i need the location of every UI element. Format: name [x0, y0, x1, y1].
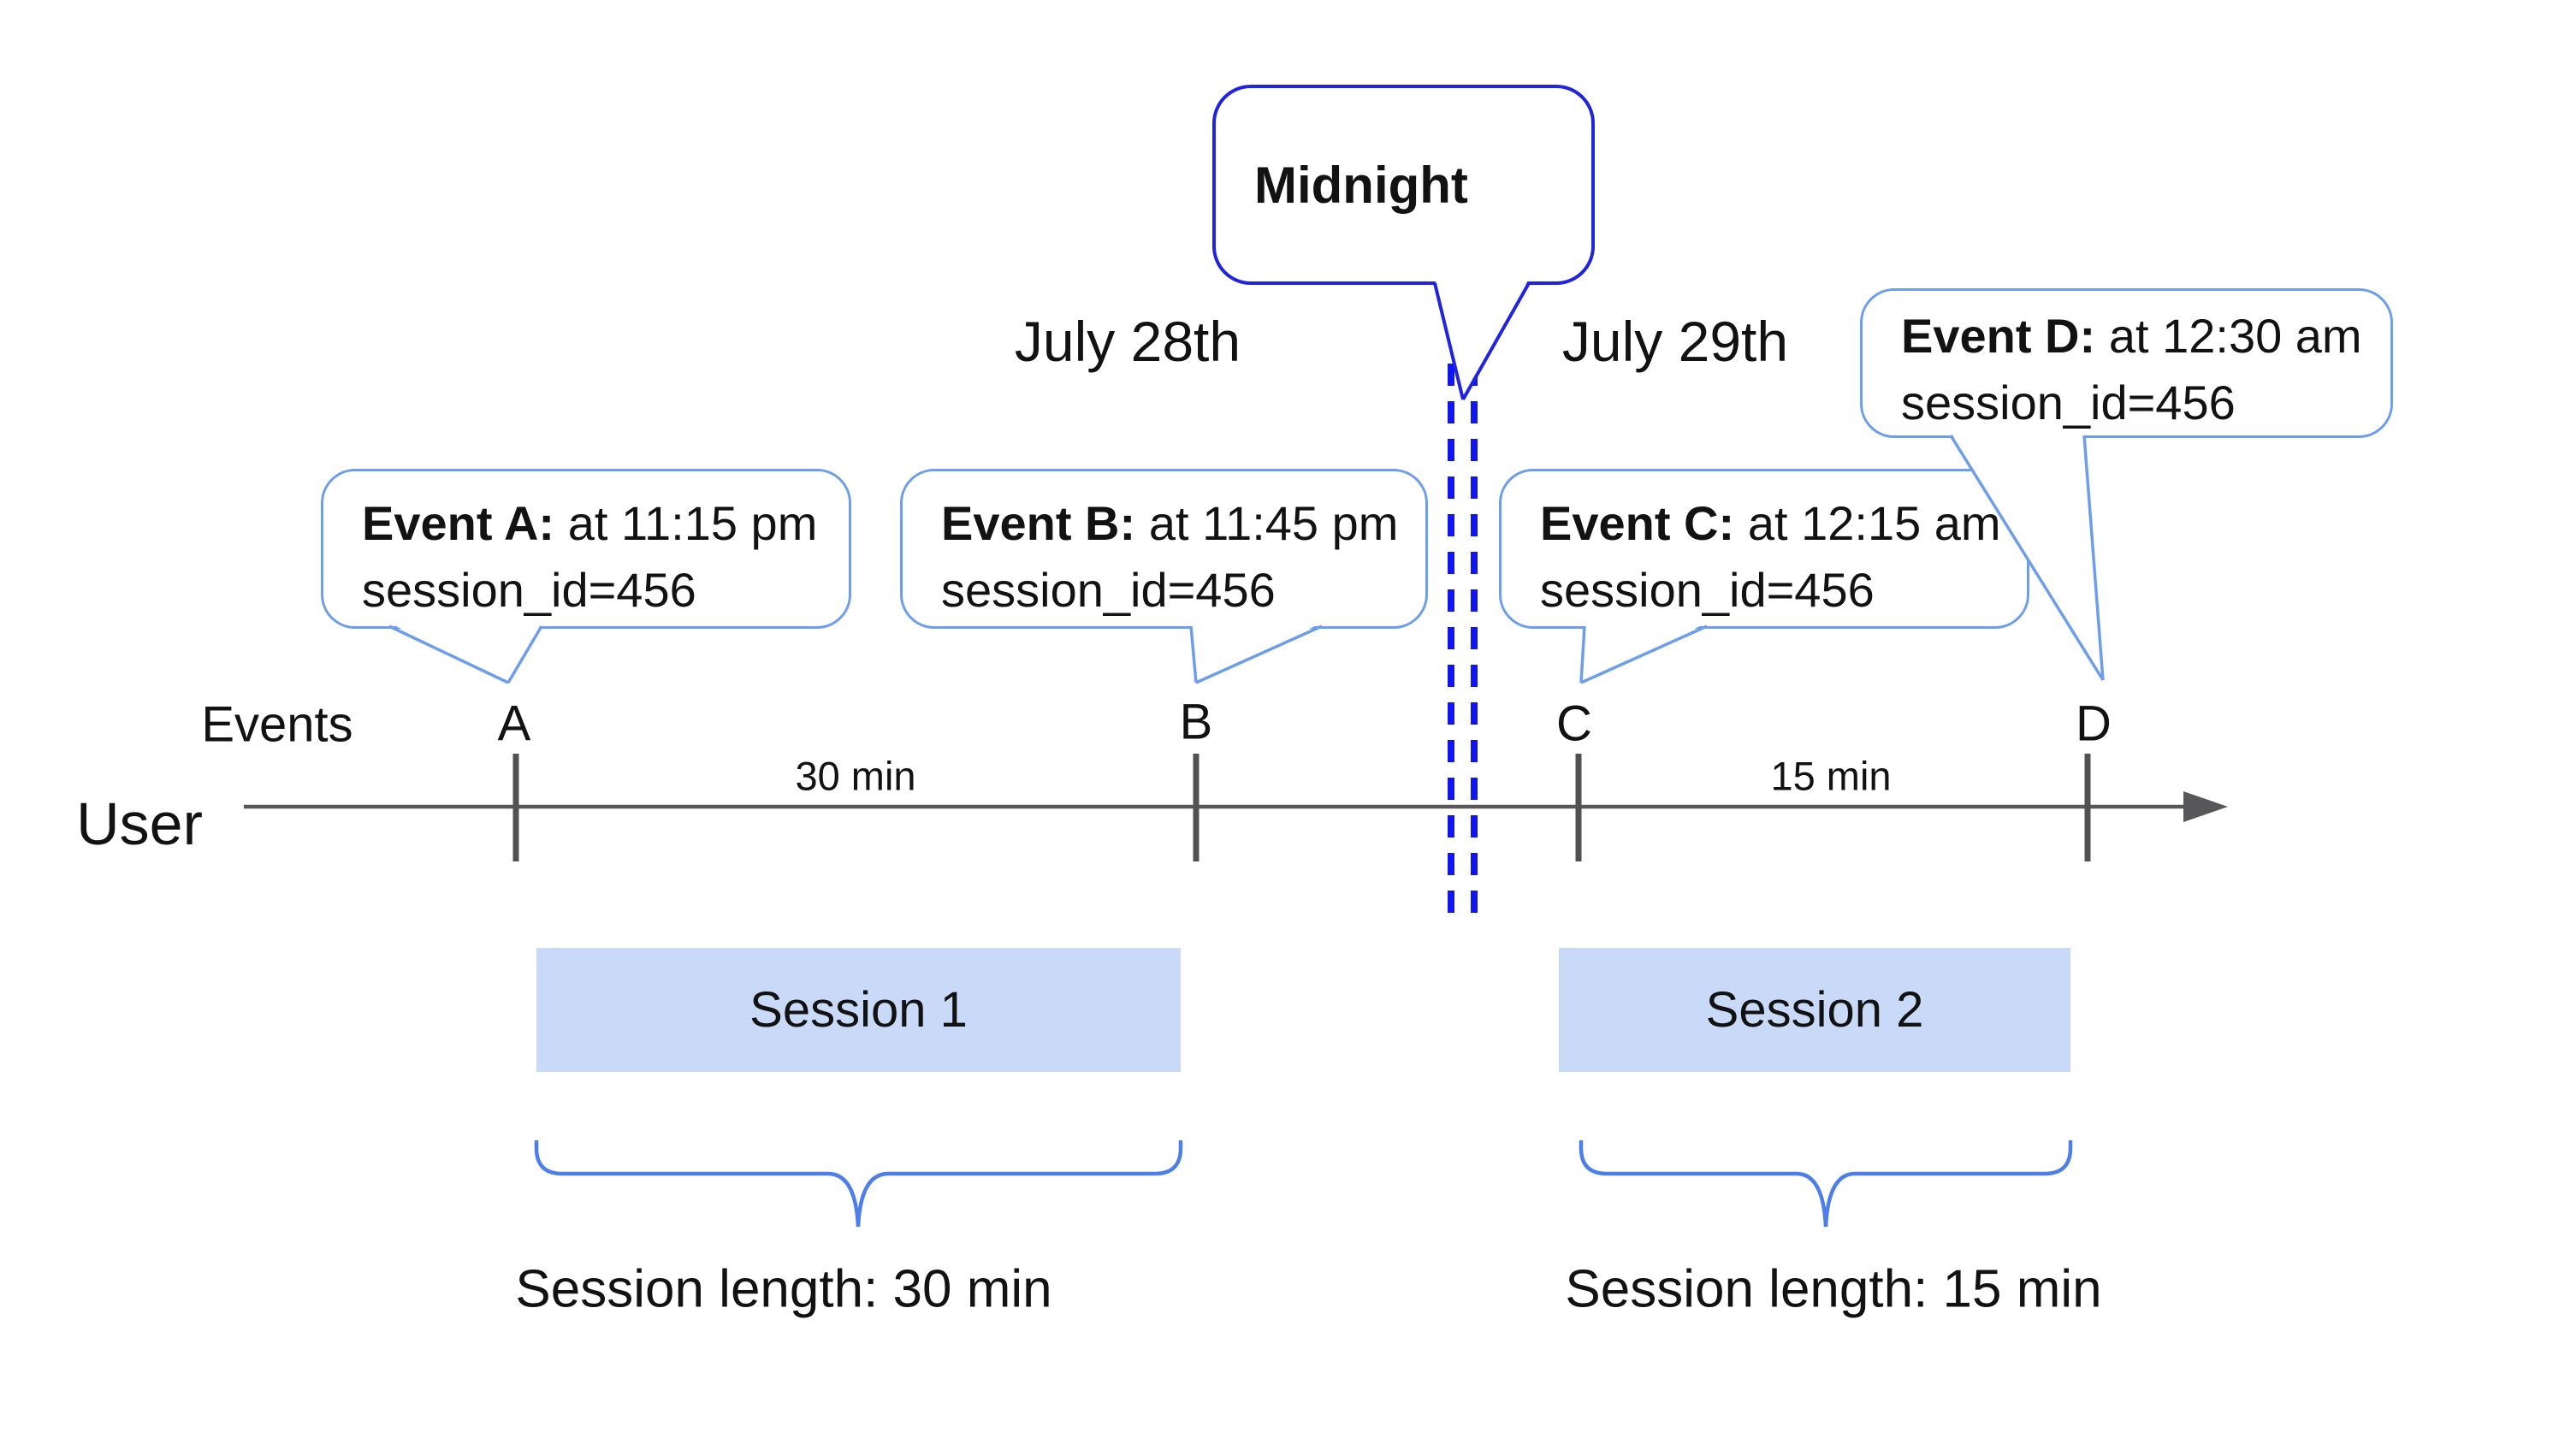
- event-letter-a: A: [497, 695, 531, 752]
- date-label-july-29: July 29th: [1561, 310, 1789, 373]
- event-b-time: at 11:45 pm: [1148, 496, 1399, 550]
- event-a-line1: Event A:at 11:15 pm: [362, 490, 832, 557]
- event-d-callout: Event D:at 12:30 am session_id=456: [1860, 288, 2393, 438]
- timeline-arrowhead: [2183, 791, 2228, 822]
- session-1-label: Session 1: [749, 982, 968, 1038]
- session-1-box: Session 1: [536, 948, 1181, 1072]
- event-a-callout-tail: [388, 623, 543, 684]
- session-1-length-label: Session length: 30 min: [515, 1259, 1052, 1319]
- event-c-time: at 12:15 am: [1747, 496, 2001, 550]
- event-d-callout-tail: [1949, 432, 2105, 681]
- event-c-line1: Event C:at 12:15 am: [1540, 490, 2010, 557]
- user-timeline-axis: [244, 791, 2228, 822]
- interval-label-30min: 30 min: [795, 753, 916, 799]
- midnight-callout-tail: [1433, 279, 1531, 400]
- event-b-session-id: session_id=456: [941, 563, 1276, 617]
- event-letter-c: C: [1556, 695, 1592, 752]
- event-letter-d: D: [2076, 695, 2112, 752]
- session-2-box: Session 2: [1559, 948, 2070, 1072]
- event-d-title: Event D:: [1901, 309, 2096, 363]
- event-b-title: Event B:: [941, 496, 1136, 550]
- event-d-line1: Event D:at 12:30 am: [1901, 303, 2373, 370]
- midnight-callout: Midnight: [1212, 85, 1595, 285]
- session-2-brace: [1579, 1140, 2073, 1228]
- event-c-callout: Event C:at 12:15 am session_id=456: [1499, 469, 2029, 629]
- event-a-callout: Event A:at 11:15 pm session_id=456: [321, 469, 851, 629]
- event-b-callout-tail: [1189, 623, 1323, 684]
- event-d-session-id: session_id=456: [1901, 376, 2236, 429]
- event-a-session-id: session_id=456: [362, 563, 696, 617]
- event-b-callout: Event B:at 11:45 pm session_id=456: [900, 469, 1428, 629]
- session-1-brace: [534, 1140, 1183, 1228]
- event-letter-b: B: [1179, 694, 1213, 750]
- session-2-length-label: Session length: 15 min: [1565, 1259, 2102, 1319]
- event-a-title: Event A:: [362, 496, 555, 550]
- event-b-line1: Event B:at 11:45 pm: [941, 490, 1408, 557]
- event-c-session-id: session_id=456: [1540, 563, 1875, 617]
- midnight-label: Midnight: [1254, 156, 1468, 214]
- session-2-label: Session 2: [1705, 982, 1924, 1038]
- event-a-time: at 11:15 pm: [567, 496, 818, 550]
- midnight-divider-dashed-lines: [1448, 364, 1478, 918]
- interval-label-15min: 15 min: [1770, 753, 1892, 799]
- event-d-time: at 12:30 am: [2108, 309, 2362, 363]
- event-c-callout-tail: [1579, 623, 1708, 684]
- events-axis-label: Events: [201, 696, 353, 753]
- user-axis-label: User: [76, 790, 203, 857]
- event-c-title: Event C:: [1540, 496, 1735, 550]
- event-tick-marks: [512, 754, 2091, 861]
- date-label-july-28: July 28th: [1014, 310, 1241, 373]
